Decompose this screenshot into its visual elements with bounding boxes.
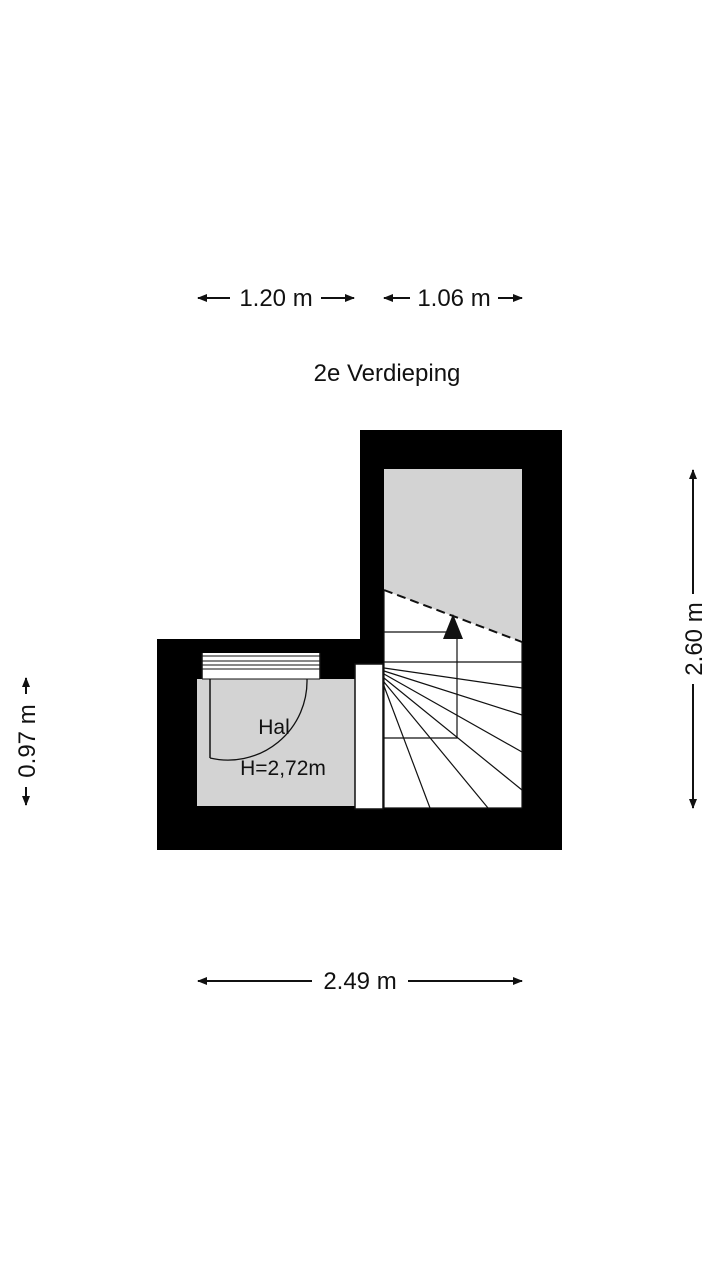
stair-railing — [354, 663, 384, 810]
dimension-right: 2.60 m — [681, 469, 708, 809]
dimension-top-right: 1.06 m — [383, 285, 523, 312]
dimension-left: 0.97 m — [14, 677, 41, 806]
dimension-bottom-label: 2.49 m — [323, 968, 396, 995]
window — [201, 653, 321, 680]
dimension-right-label: 2.60 m — [681, 602, 708, 675]
dimension-top-left: 1.20 m — [197, 285, 355, 312]
room-name: Hal — [258, 716, 290, 739]
stair-direction-arrow — [443, 614, 463, 639]
floor-title: 2e Verdieping — [314, 360, 461, 387]
dimension-bottom: 2.49 m — [197, 968, 523, 995]
dimension-top-right-label: 1.06 m — [417, 285, 490, 312]
dimension-left-label: 0.97 m — [14, 704, 41, 777]
dimension-top-left-label: 1.20 m — [239, 285, 312, 312]
floor-area — [197, 469, 522, 808]
room-height: H=2,72m — [240, 757, 326, 780]
door — [209, 678, 308, 761]
